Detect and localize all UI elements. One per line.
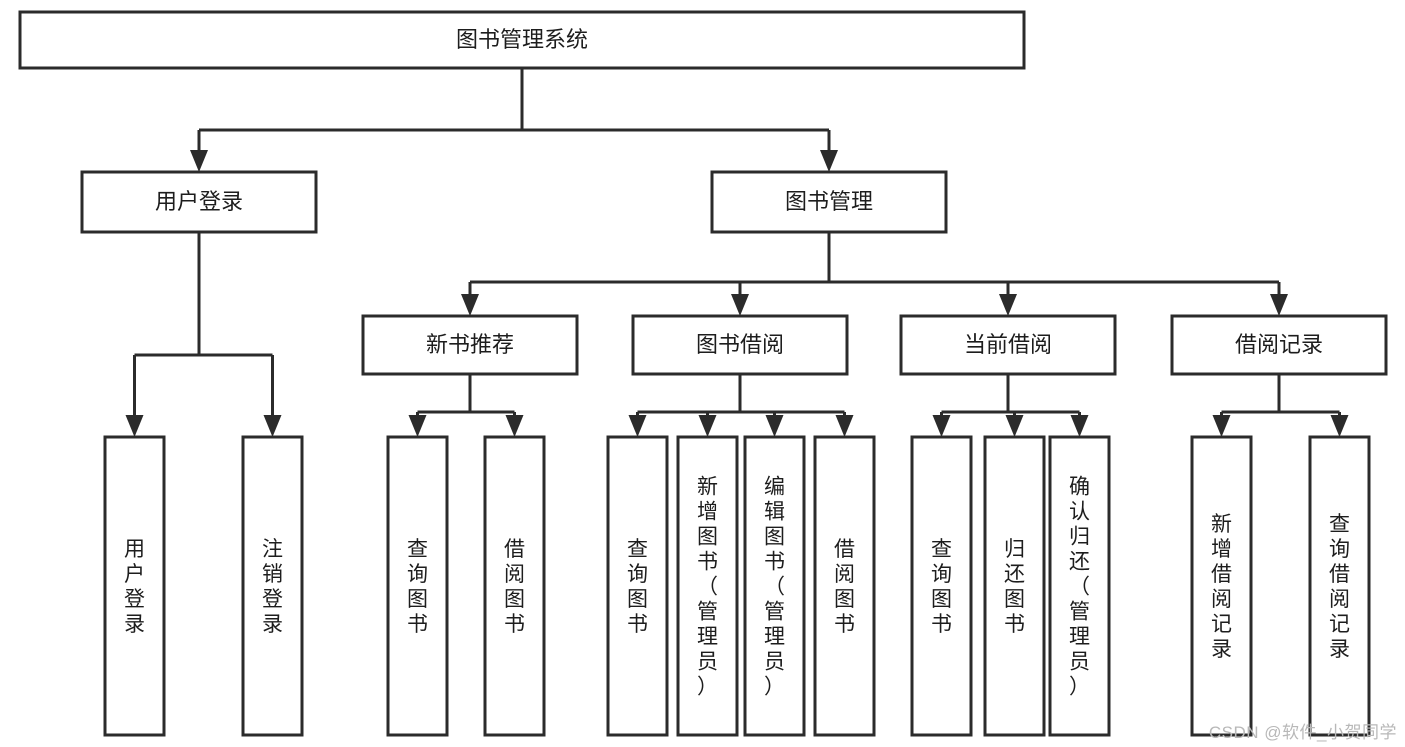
- edge-from-l3-current: [932, 374, 1089, 437]
- node-leaf-rec-add[interactable]: 新增借阅记录: [1190, 435, 1253, 737]
- arrow-head-icon: [820, 150, 838, 172]
- node-box-leaf-bb-edit: [743, 435, 806, 737]
- node-label-leaf-bb-query: 查询图书: [627, 538, 648, 636]
- node-leaf-rec-query[interactable]: 查询借阅记录: [1308, 435, 1371, 737]
- node-box-leaf-bb-add: [676, 435, 739, 737]
- arrow-head-icon: [461, 294, 479, 316]
- arrow-head-icon: [999, 294, 1017, 316]
- arrow-head-icon: [1212, 415, 1231, 437]
- node-label-l3-new-book: 新书推荐: [426, 332, 514, 357]
- edge-from-l3-new-book: [408, 374, 524, 437]
- node-box-leaf-user-logout: [241, 435, 304, 737]
- arrow-head-icon: [1270, 294, 1288, 316]
- connector-lines-group: [125, 68, 1349, 437]
- node-box-leaf-nb-query: [386, 435, 449, 737]
- arrow-head-icon: [1005, 415, 1024, 437]
- arrow-head-icon: [731, 294, 749, 316]
- node-label-l3-record: 借阅记录: [1235, 332, 1323, 357]
- node-label-leaf-rec-query: 查询借阅记录: [1329, 513, 1350, 661]
- node-box-leaf-bb-borrow: [813, 435, 876, 737]
- node-box-l2-book-manage: [710, 170, 948, 234]
- node-label-l2-user-login: 用户登录: [155, 189, 243, 214]
- node-label-root: 图书管理系统: [456, 27, 588, 52]
- node-box-leaf-cb-query: [910, 435, 973, 737]
- node-label-leaf-user-login: 用户登录: [124, 538, 145, 636]
- node-box-leaf-cb-return: [983, 435, 1046, 737]
- node-box-root: [18, 10, 1026, 70]
- node-leaf-bb-edit[interactable]: 编辑图书（管理员）: [743, 435, 806, 737]
- node-l3-current[interactable]: 当前借阅: [899, 314, 1117, 376]
- node-label-leaf-cb-return: 归还图书: [1004, 538, 1025, 636]
- node-l3-borrow[interactable]: 图书借阅: [631, 314, 849, 376]
- arrow-head-icon: [505, 415, 524, 437]
- arrow-head-icon: [932, 415, 951, 437]
- node-leaf-cb-query[interactable]: 查询图书: [910, 435, 973, 737]
- node-box-leaf-user-login: [103, 435, 166, 737]
- watermark-label: CSDN @软件_小贺同学: [1208, 723, 1397, 742]
- arrow-head-icon: [628, 415, 647, 437]
- node-leaf-bb-add[interactable]: 新增图书（管理员）: [676, 435, 739, 737]
- node-label-leaf-user-logout: 注销登录: [262, 538, 283, 636]
- node-label-leaf-bb-add: 新增图书（管理员）: [697, 476, 718, 699]
- node-l2-user-login[interactable]: 用户登录: [80, 170, 318, 234]
- node-label-l2-book-manage: 图书管理: [785, 189, 873, 214]
- arrow-head-icon: [698, 415, 717, 437]
- node-box-l2-user-login: [80, 170, 318, 234]
- edge-from-l3-record: [1212, 374, 1349, 437]
- node-l3-record[interactable]: 借阅记录: [1170, 314, 1388, 376]
- edge-from-root: [190, 68, 838, 172]
- node-label-l3-borrow: 图书借阅: [696, 332, 784, 357]
- node-label-leaf-cb-confirm: 确认归还（管理员）: [1069, 476, 1090, 699]
- arrow-head-icon: [408, 415, 427, 437]
- node-leaf-nb-borrow[interactable]: 借阅图书: [483, 435, 546, 737]
- node-leaf-user-logout[interactable]: 注销登录: [241, 435, 304, 737]
- edge-from-l2-user-login: [125, 232, 282, 437]
- node-box-leaf-bb-query: [606, 435, 669, 737]
- node-box-l3-record: [1170, 314, 1388, 376]
- node-box-l3-borrow: [631, 314, 849, 376]
- node-leaf-bb-query[interactable]: 查询图书: [606, 435, 669, 737]
- arrow-head-icon: [835, 415, 854, 437]
- node-box-leaf-rec-query: [1308, 435, 1371, 737]
- node-root[interactable]: 图书管理系统: [18, 10, 1026, 70]
- node-box-leaf-cb-confirm: [1048, 435, 1111, 737]
- arrow-head-icon: [190, 150, 208, 172]
- node-leaf-cb-return[interactable]: 归还图书: [983, 435, 1046, 737]
- node-label-leaf-cb-query: 查询图书: [931, 538, 952, 636]
- node-leaf-nb-query[interactable]: 查询图书: [386, 435, 449, 737]
- node-label-leaf-bb-edit: 编辑图书（管理员）: [764, 476, 785, 699]
- arrow-head-icon: [1070, 415, 1089, 437]
- arrow-head-icon: [263, 415, 282, 437]
- node-label-leaf-rec-add: 新增借阅记录: [1211, 513, 1232, 661]
- arrow-head-icon: [1330, 415, 1349, 437]
- node-label-leaf-nb-borrow: 借阅图书: [504, 538, 525, 636]
- arrow-head-icon: [765, 415, 784, 437]
- node-label-leaf-bb-borrow: 借阅图书: [834, 538, 855, 636]
- node-box-l3-current: [899, 314, 1117, 376]
- node-box-leaf-nb-borrow: [483, 435, 546, 737]
- node-box-l3-new-book: [361, 314, 579, 376]
- node-leaf-bb-borrow[interactable]: 借阅图书: [813, 435, 876, 737]
- node-leaf-user-login[interactable]: 用户登录: [103, 435, 166, 737]
- edge-from-l2-book-manage: [461, 232, 1288, 316]
- node-label-leaf-nb-query: 查询图书: [407, 538, 428, 636]
- node-l2-book-manage[interactable]: 图书管理: [710, 170, 948, 234]
- node-box-leaf-rec-add: [1190, 435, 1253, 737]
- node-leaf-cb-confirm[interactable]: 确认归还（管理员）: [1048, 435, 1111, 737]
- arrow-head-icon: [125, 415, 144, 437]
- edge-from-l3-borrow: [628, 374, 854, 437]
- node-label-l3-current: 当前借阅: [964, 332, 1052, 357]
- node-l3-new-book[interactable]: 新书推荐: [361, 314, 579, 376]
- nodes-group: 图书管理系统用户登录图书管理新书推荐图书借阅当前借阅借阅记录用户登录注销登录查询…: [18, 10, 1388, 737]
